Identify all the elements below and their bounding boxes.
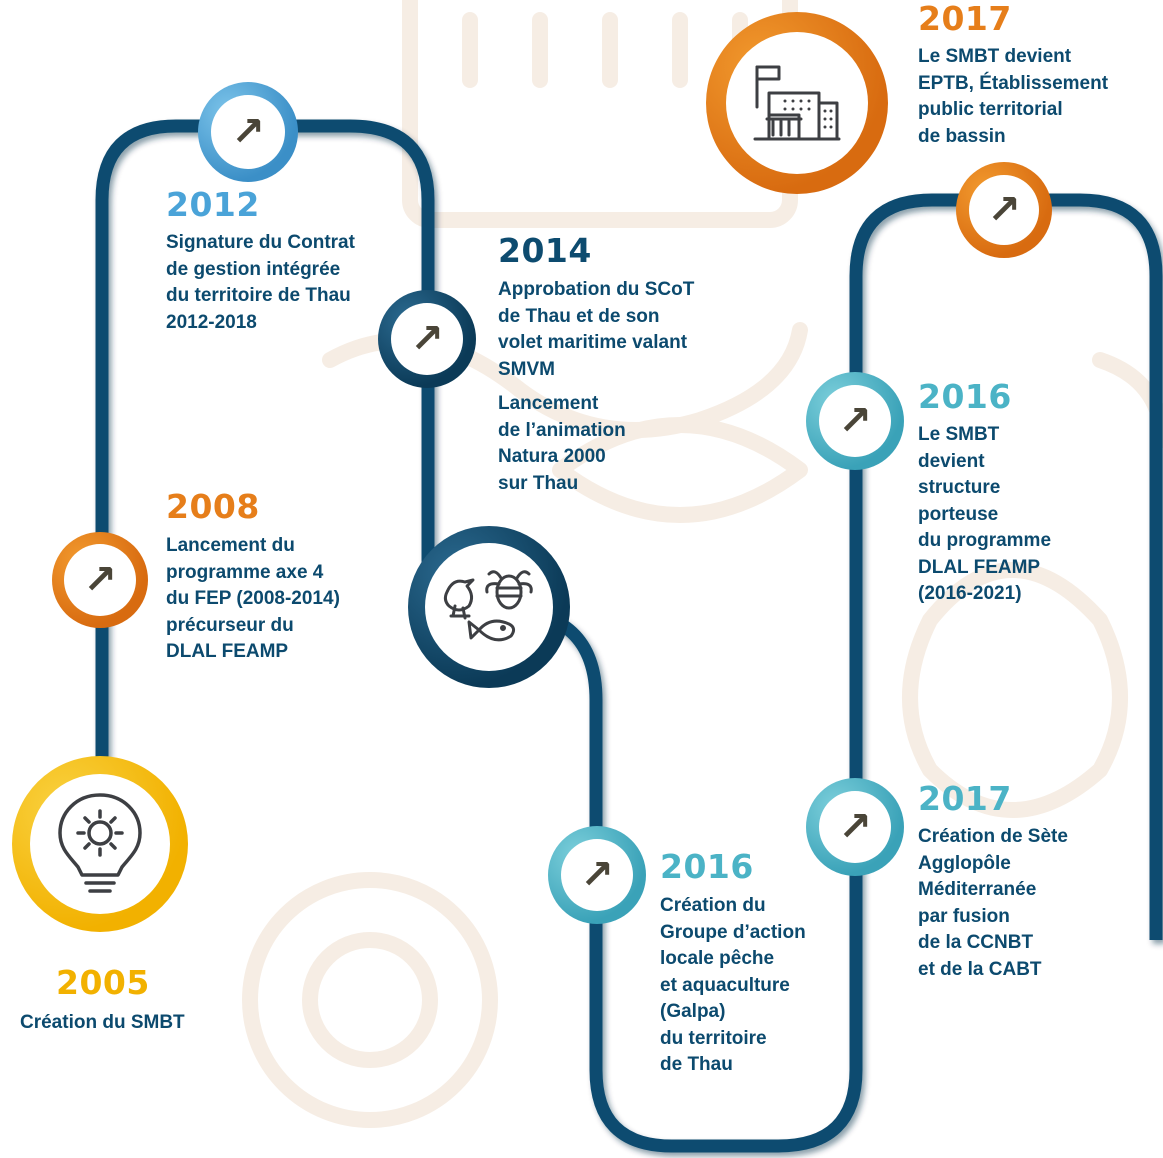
arrow-icon: ↗ <box>231 110 265 154</box>
desc-2014: Approbation du SCoT de Thau et de son vo… <box>498 279 695 380</box>
desc-2017-agglo: Création de Sète Agglopôle Méditerranée … <box>918 826 1068 980</box>
timeline-path <box>95 119 1163 1153</box>
desc-2016-smbt: Le SMBT devient structure porteuse du pr… <box>918 424 1052 604</box>
node-nature <box>408 526 570 688</box>
desc-2017-eptb: Le SMBT devient EPTB, Établissement publ… <box>918 46 1109 147</box>
desc-2012: Signature du Contrat de gestion intégrée… <box>166 232 355 333</box>
node-2016-galpa: ↗ <box>548 826 646 924</box>
node-top-right: ↗ <box>956 162 1052 258</box>
lightbulb-gear-icon <box>58 793 142 893</box>
watermark-gear-icon <box>242 872 498 1128</box>
node-2016-smbt: ↗ <box>806 372 904 470</box>
arrow-icon: ↗ <box>838 399 872 443</box>
arrow-icon: ↗ <box>987 188 1021 232</box>
year-2017-eptb: 2017 <box>918 0 1012 38</box>
year-2012: 2012 <box>166 185 260 224</box>
node-2012: ↗ <box>198 82 298 182</box>
arrow-icon: ↗ <box>410 317 444 361</box>
arrow-icon: ↗ <box>83 558 117 602</box>
year-2016-galpa: 2016 <box>660 847 754 886</box>
node-2008: ↗ <box>52 532 148 628</box>
desc-natura: Lancement de l’animation Natura 2000 sur… <box>498 393 626 494</box>
desc-2008: Lancement du programme axe 4 du FEP (200… <box>166 535 340 662</box>
year-2016-smbt: 2016 <box>918 377 1012 416</box>
year-2017-agglo: 2017 <box>918 779 1012 818</box>
year-2014: 2014 <box>498 231 592 270</box>
watermark-drop-icon <box>902 562 1128 818</box>
bird-bee-fish-icon <box>443 570 533 642</box>
arrow-icon: ↗ <box>838 805 872 849</box>
building-flag-icon <box>753 65 841 141</box>
arrow-icon: ↗ <box>580 853 614 897</box>
node-2014: ↗ <box>378 290 476 388</box>
node-2017-eptb <box>706 12 888 194</box>
watermark-fish-icon <box>552 417 808 523</box>
year-2008: 2008 <box>166 487 260 526</box>
desc-2016-galpa: Création du Groupe d’action locale pêche… <box>660 895 806 1075</box>
desc-2005: Création du SMBT <box>20 1012 185 1033</box>
year-2005: 2005 <box>56 963 150 1002</box>
node-2005 <box>12 756 188 932</box>
node-2017-agglo: ↗ <box>806 778 904 876</box>
